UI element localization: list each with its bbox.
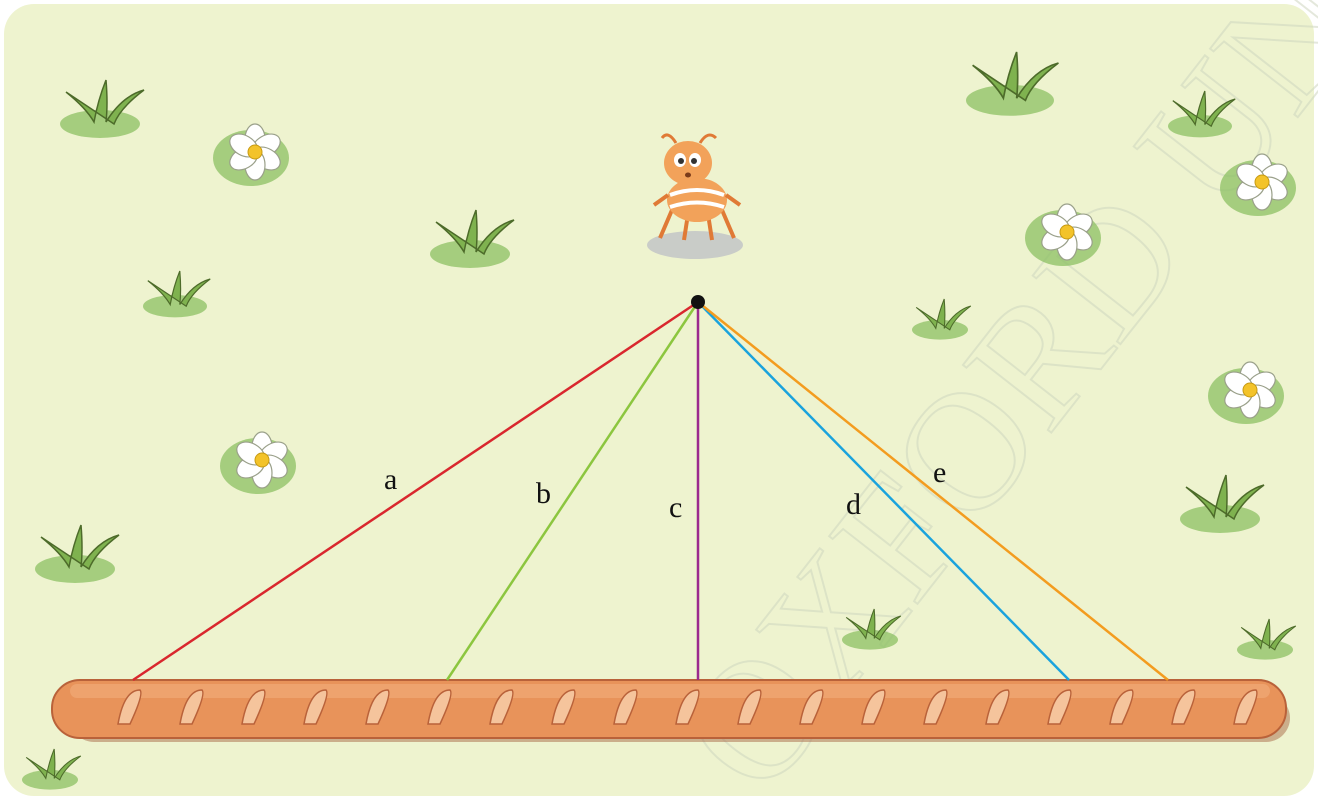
line-label-b: b <box>536 477 551 510</box>
origin-point <box>691 295 705 309</box>
bread-icon <box>52 680 1290 742</box>
line-label-e: e <box>933 456 946 489</box>
line-label-d: d <box>846 488 861 521</box>
line-label-c: c <box>669 491 682 524</box>
ant-body <box>667 178 727 222</box>
ant-head <box>664 141 712 185</box>
line-label-a: a <box>384 463 397 496</box>
